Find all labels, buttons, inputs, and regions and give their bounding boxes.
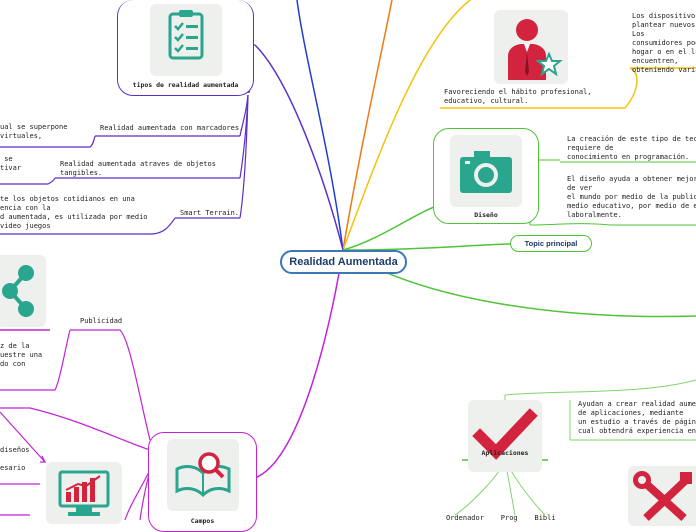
- text-publicidad-left: z de la uestre una do con: [0, 342, 43, 368]
- connector-lines: [0, 0, 696, 520]
- node-profesional-tile[interactable]: [494, 10, 568, 84]
- text-diseno-left: diseños esario: [0, 446, 30, 472]
- text-terrain: Smart Terrain.: [180, 209, 240, 217]
- connector-campos: [254, 249, 344, 479]
- checkmark-icon: [472, 408, 538, 460]
- text-diseno-mundo: El diseño ayuda a obtener mejore de ver …: [567, 175, 696, 219]
- text-marcadores-left: ual se superpone virtuales,: [0, 123, 68, 140]
- businessman-icon: [508, 19, 563, 80]
- connector-yellow: [342, 0, 471, 251]
- text-diseno-tecnologia: La creación de este tipo de tecn requier…: [567, 135, 696, 161]
- text-tangibles: Realidad aumentada atraves de objetos ta…: [60, 160, 216, 177]
- floating-topic[interactable]: Topic principal: [510, 235, 592, 252]
- tile-tipos: [150, 4, 222, 76]
- text-dispositivos: Los dispositivos plantear nuevos, Los co…: [632, 12, 696, 74]
- tools-icon: [633, 471, 692, 521]
- node-campos[interactable]: Campos: [148, 432, 257, 532]
- text-marcadores: Realidad aumentada con marcadores.: [100, 124, 244, 132]
- node-publicidad-label[interactable]: Publicidad: [80, 317, 123, 325]
- text-ayudan: Ayudan a crear realidad aument de aplica…: [578, 400, 696, 435]
- node-aplicaciones-tile[interactable]: [468, 400, 542, 472]
- node-estadisticas-tile[interactable]: [46, 462, 122, 524]
- book-search-icon: [175, 452, 231, 498]
- central-topic[interactable]: Realidad Aumentada: [280, 250, 407, 274]
- checklist-icon: [168, 10, 204, 60]
- node-campos-label: Campos: [190, 517, 215, 525]
- connector-diseno: [342, 204, 441, 251]
- connector-tipos: [254, 44, 344, 251]
- node-publicidad-tile[interactable]: [0, 255, 46, 327]
- node-aplicaciones-label[interactable]: Aplicaciones: [481, 449, 529, 457]
- text-profesional-caption: Favoreciendo el hábito profesional, educ…: [444, 88, 592, 105]
- chart-icon: [58, 470, 110, 516]
- tile-diseno: [450, 135, 522, 207]
- connector-top-blue: [296, 0, 344, 251]
- node-herramientas-tile[interactable]: [628, 466, 696, 526]
- connector-orange: [342, 0, 393, 251]
- node-diseno-label: Diseño: [474, 211, 498, 219]
- tile-campos: [167, 439, 239, 511]
- text-bottom-partial: Ordenador Prog Bibli: [446, 514, 556, 522]
- connector-topic: [342, 243, 511, 251]
- node-tipos[interactable]: tipos de realidad aumentada: [117, 0, 254, 96]
- node-tipos-label: tipos de realidad aumentada: [132, 81, 239, 89]
- share-icon: [2, 265, 34, 317]
- text-tangibles-left: se tivar: [0, 155, 22, 172]
- node-diseno[interactable]: Diseño: [433, 128, 539, 224]
- text-terrain-left: te los objetos cotidianos en una encia c…: [0, 195, 148, 230]
- camera-icon: [460, 151, 512, 193]
